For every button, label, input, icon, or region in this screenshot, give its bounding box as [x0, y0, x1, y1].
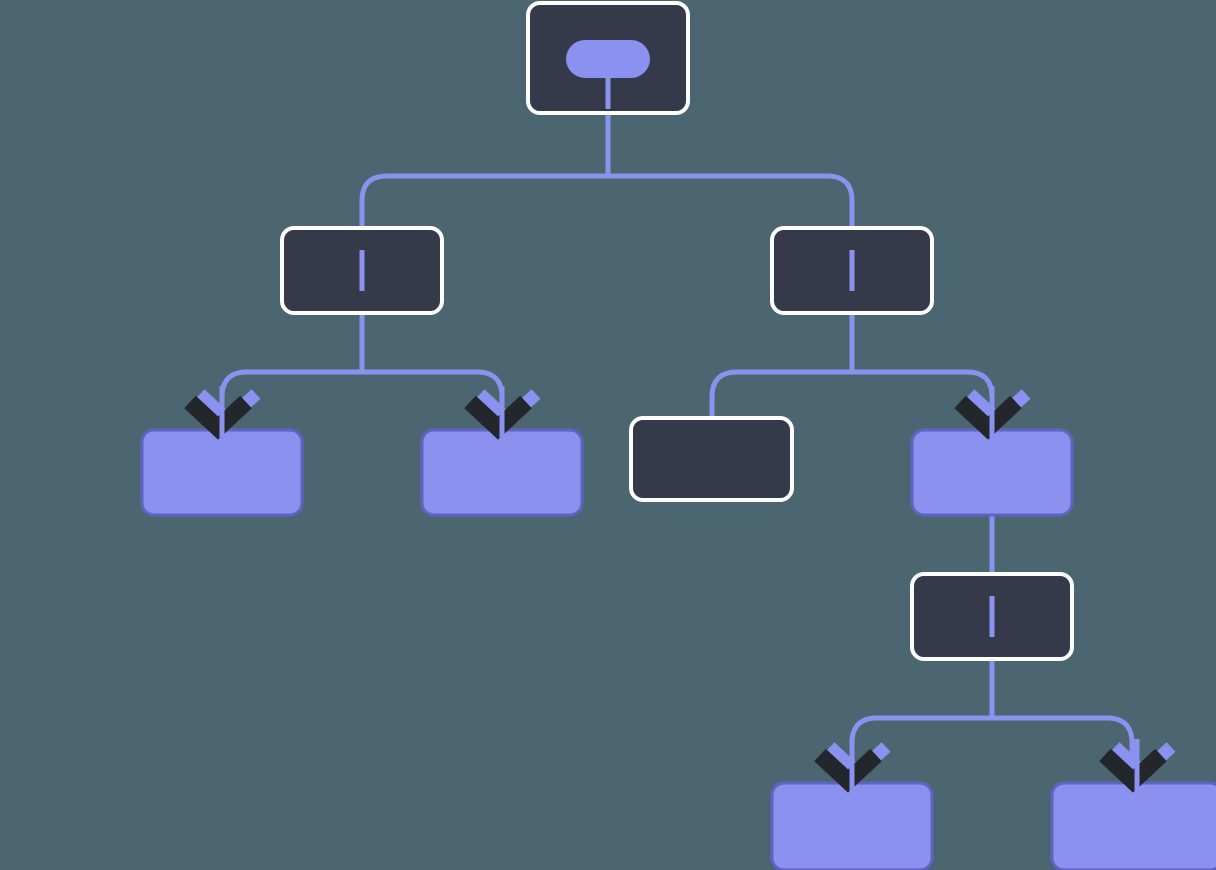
arrowhead-front-chevron-icon [464, 395, 532, 440]
tree-node-accent[interactable] [1050, 781, 1216, 870]
edge-arrowhead [184, 386, 261, 448]
tree-edge [709, 240, 855, 420]
pill-shape-icon [566, 40, 650, 78]
edge-arrowhead [1099, 739, 1176, 801]
arrowhead-front-chevron-icon [1099, 748, 1167, 793]
edge-arrowhead [464, 386, 541, 448]
arrowhead-layer [184, 386, 1176, 801]
arrowhead-front-chevron-icon [814, 748, 882, 793]
node-marker-layer [359, 40, 995, 637]
tree-node-dark[interactable] [629, 416, 794, 502]
tree-edge [989, 586, 1135, 805]
arrowhead-front-chevron-icon [184, 395, 252, 440]
node-body[interactable] [1050, 781, 1216, 870]
node-body[interactable] [629, 416, 794, 502]
edge-layer [219, 58, 1135, 805]
edge-arrowhead [954, 386, 1031, 448]
arrowhead-front-chevron-icon [954, 395, 1022, 440]
root-source-marker [566, 40, 650, 109]
tree-edge [605, 58, 855, 300]
node-layer [140, 1, 1216, 870]
edge-arrowhead [814, 739, 891, 801]
